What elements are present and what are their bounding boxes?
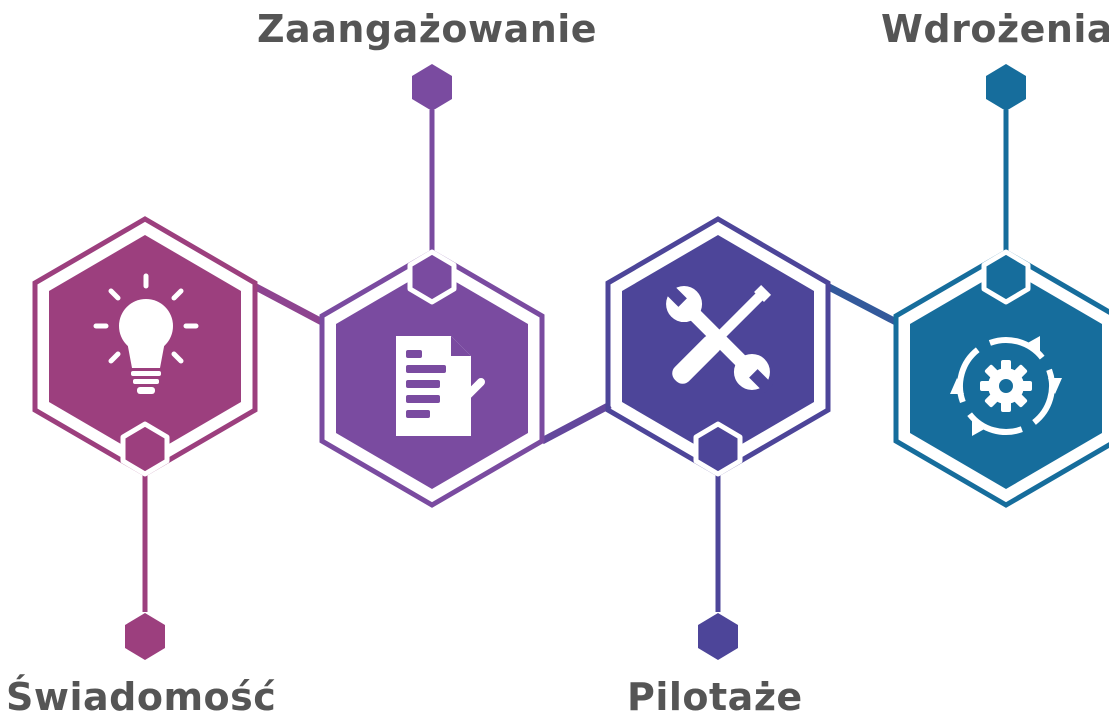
lightbulb-icon	[93, 273, 199, 394]
stage-swiadomosc	[32, 216, 258, 660]
node-hexagon	[981, 249, 1031, 305]
stage-wdrozenia	[893, 64, 1109, 508]
stem-end-hexagon	[986, 64, 1026, 111]
stage-pilotaze	[605, 216, 831, 660]
stem-end-hexagon	[412, 64, 452, 111]
node-hexagon	[693, 421, 743, 477]
stage-zaangazowanie	[319, 64, 545, 508]
stage-label-zaangazowanie: Zaangażowanie	[257, 7, 598, 51]
stage-label-pilotaze: Pilotaże	[627, 675, 803, 719]
stage-label-wdrozenia: Wdrożenia	[881, 7, 1109, 51]
gear-cycle-icon	[950, 336, 1062, 436]
node-hexagon	[407, 249, 457, 305]
hexagon-outer-ring	[319, 249, 545, 508]
connector-2-3	[540, 401, 612, 445]
stage-label-swiadomosc: Świadomość	[6, 675, 277, 719]
hexagon-outer-ring	[893, 249, 1109, 508]
stem-end-hexagon	[698, 613, 738, 660]
connector-3-4	[827, 283, 898, 326]
node-hexagon	[120, 421, 170, 477]
tools-icon	[662, 282, 774, 394]
stem-end-hexagon	[125, 613, 165, 660]
document-check-icon	[396, 336, 485, 436]
connector-1-2	[254, 283, 324, 326]
